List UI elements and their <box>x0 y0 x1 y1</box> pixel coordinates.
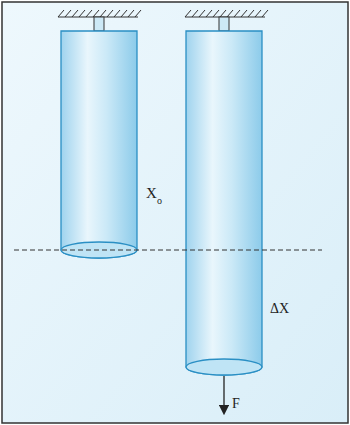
length-subscript: o <box>157 196 162 206</box>
force-label: F <box>232 397 240 411</box>
extension-label: ΔX <box>270 302 289 316</box>
length-label: X <box>146 186 157 201</box>
